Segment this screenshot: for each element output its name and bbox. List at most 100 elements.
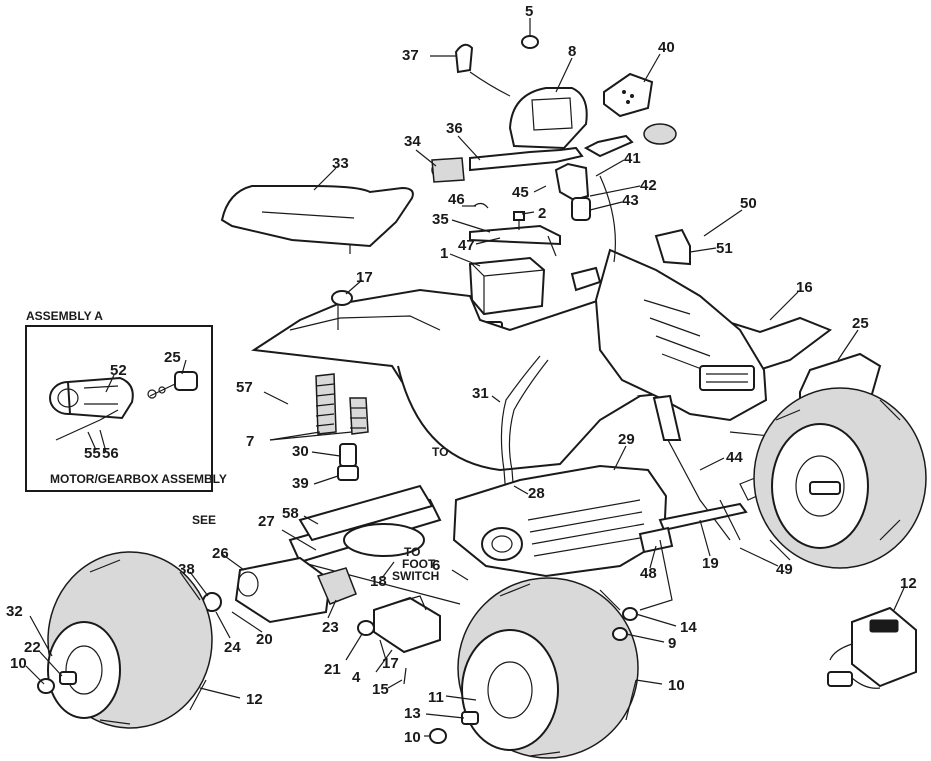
callout-43: 43 bbox=[622, 192, 639, 209]
callout-14: 15 bbox=[372, 681, 389, 698]
headlight-bracket bbox=[654, 228, 691, 266]
leader-2 bbox=[521, 211, 535, 215]
callout-58: 28 bbox=[528, 485, 545, 502]
leader-41 bbox=[595, 159, 625, 177]
callout-16: 16 bbox=[796, 279, 813, 296]
callout-45: 45 bbox=[512, 184, 529, 201]
leader-57 bbox=[99, 429, 107, 453]
battery bbox=[468, 256, 546, 316]
callout-22: 32 bbox=[6, 603, 23, 620]
leader-39 bbox=[699, 457, 725, 471]
inset-title: ASSEMBLY A bbox=[26, 309, 103, 323]
leader-50 bbox=[703, 209, 743, 237]
note-to-foot-switch-1: TO bbox=[404, 545, 420, 559]
grommet-17-bottom bbox=[357, 620, 375, 636]
callout-24: 20 bbox=[256, 631, 273, 648]
callout-32: 24 bbox=[224, 639, 241, 656]
inset-motor-gearbox bbox=[49, 371, 198, 441]
callout-4: 17 bbox=[382, 655, 399, 672]
leader-34 bbox=[415, 149, 437, 167]
leader-10a bbox=[39, 651, 63, 677]
leader-27 bbox=[303, 515, 319, 525]
callout-35: 35 bbox=[432, 211, 449, 228]
leader-31 bbox=[263, 391, 289, 405]
leader-10b bbox=[625, 633, 665, 643]
rear-axle-assembly bbox=[288, 484, 461, 605]
callout-29: 30 bbox=[292, 443, 309, 460]
callout-44: 29 bbox=[618, 431, 635, 448]
cap-5 bbox=[521, 35, 539, 49]
grommet-17-top bbox=[331, 290, 353, 306]
callout-17-bottom: 21 bbox=[324, 661, 341, 678]
leader-9 bbox=[635, 613, 677, 627]
seat bbox=[220, 185, 414, 254]
callout-3: 12 bbox=[900, 575, 917, 592]
callout-27: 58 bbox=[282, 505, 299, 522]
leader-12a bbox=[25, 665, 45, 685]
bolt-14 bbox=[403, 667, 407, 685]
handlebar-assembly bbox=[431, 123, 677, 221]
callout-56: 55 bbox=[84, 445, 101, 462]
leader-58 bbox=[513, 485, 529, 495]
leader-30b bbox=[269, 431, 353, 441]
callout-48: 19 bbox=[702, 555, 719, 572]
leader-38 bbox=[739, 547, 779, 567]
callout-50: 50 bbox=[740, 195, 757, 212]
switch-assembly bbox=[454, 43, 511, 97]
front-nose bbox=[570, 248, 768, 422]
note-to: TO bbox=[432, 445, 448, 459]
leader-47 bbox=[475, 237, 501, 245]
leader-29 bbox=[311, 451, 341, 457]
callout-36: 36 bbox=[446, 120, 463, 137]
callout-10-left: 22 bbox=[24, 639, 41, 656]
leader-20 bbox=[327, 599, 337, 619]
leader-56 bbox=[87, 431, 97, 451]
engine-cover bbox=[452, 464, 668, 578]
callout-57: 56 bbox=[102, 445, 119, 462]
note-to-foot-switch-3: SWITCH bbox=[392, 569, 439, 583]
callout-9: 14 bbox=[680, 619, 697, 636]
callout-13: 11 bbox=[428, 689, 444, 706]
callout-28: 39 bbox=[292, 475, 309, 492]
leader-52 bbox=[181, 359, 187, 375]
front-right-wheel bbox=[753, 387, 927, 569]
callout-41: 41 bbox=[624, 150, 641, 167]
leader-11 bbox=[635, 679, 663, 685]
leader-18 bbox=[451, 569, 469, 581]
foot-switch bbox=[373, 595, 441, 654]
clip-46 bbox=[473, 202, 489, 209]
leader-1 bbox=[449, 253, 481, 267]
bolt-2 bbox=[513, 211, 525, 230]
front-fork-tube bbox=[599, 175, 682, 441]
callout-37: 37 bbox=[402, 47, 419, 64]
leader-26 bbox=[281, 529, 317, 551]
callout-42: 42 bbox=[640, 177, 657, 194]
callout-30: 7 bbox=[246, 433, 254, 450]
wire-harness bbox=[500, 355, 549, 497]
leader-14 bbox=[387, 679, 403, 689]
callout-18: 6 bbox=[432, 557, 440, 574]
leader-6 bbox=[221, 553, 245, 571]
note-to-foot-switch-2: FOOT bbox=[402, 557, 436, 571]
headlight bbox=[508, 87, 588, 150]
callout-34: 34 bbox=[404, 133, 421, 150]
callout-38: 49 bbox=[776, 561, 793, 578]
motor-20 bbox=[316, 567, 357, 605]
callout-40: 40 bbox=[658, 39, 675, 56]
leader-19 bbox=[381, 561, 395, 579]
callout-17-top: 17 bbox=[356, 269, 373, 286]
callout-31: 57 bbox=[236, 379, 253, 396]
callout-10-bottom: 13 bbox=[404, 705, 421, 722]
headlight-cover bbox=[603, 72, 654, 118]
callout-6: 26 bbox=[212, 545, 229, 562]
callout-15: 4 bbox=[352, 669, 361, 686]
callout-25-visible: 25 bbox=[852, 315, 869, 332]
leader-43 bbox=[589, 201, 623, 211]
leader-24 bbox=[231, 611, 263, 633]
callout-20: 23 bbox=[322, 619, 339, 636]
rear-left-wheel bbox=[37, 551, 213, 729]
leader-17a bbox=[345, 279, 363, 295]
callout-10-front: 9 bbox=[668, 635, 676, 652]
callout-47: 47 bbox=[458, 237, 475, 254]
callout-11: 10 bbox=[668, 677, 685, 694]
